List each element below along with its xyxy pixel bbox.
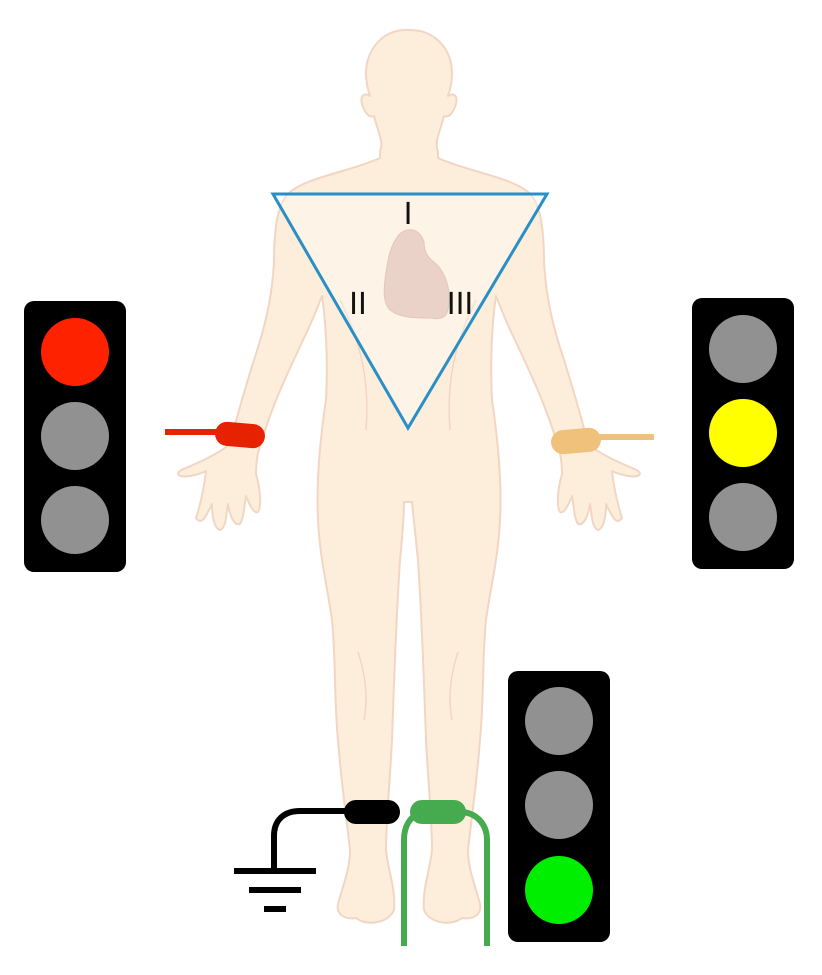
body-detail-lines bbox=[339, 299, 477, 721]
green-lamp bbox=[41, 486, 109, 554]
red-lamp bbox=[41, 318, 109, 386]
yellow-lamp bbox=[709, 399, 777, 467]
green-lamp bbox=[709, 483, 777, 551]
heart-icon bbox=[383, 229, 450, 320]
human-body bbox=[177, 29, 641, 924]
right-arm-electrode bbox=[165, 421, 265, 449]
red-lamp bbox=[525, 687, 593, 755]
traffic-light-left-arm bbox=[692, 298, 794, 569]
lead-3-label: III bbox=[447, 287, 474, 322]
left-arm-electrode bbox=[551, 427, 654, 455]
right-leg-ground-electrode bbox=[234, 800, 400, 912]
left-leg-clip bbox=[410, 800, 466, 824]
left-arm-clip bbox=[551, 427, 601, 455]
lead-1-label: I bbox=[404, 197, 413, 232]
left-leg-cable-left bbox=[401, 809, 424, 946]
einthoven-triangle: I II III bbox=[270, 192, 550, 431]
red-lamp bbox=[709, 315, 777, 383]
traffic-light-left-leg bbox=[508, 671, 610, 942]
yellow-lamp bbox=[525, 771, 593, 839]
left-leg-electrode bbox=[401, 800, 490, 946]
ground-symbol-icon bbox=[234, 868, 316, 912]
green-lamp bbox=[525, 856, 593, 924]
ground-clip bbox=[344, 800, 400, 824]
yellow-lamp bbox=[41, 402, 109, 470]
body-silhouette bbox=[177, 29, 641, 924]
right-arm-clip bbox=[215, 421, 265, 449]
ground-cable bbox=[271, 808, 350, 871]
lead-2-label: II bbox=[349, 287, 367, 322]
traffic-light-right-arm bbox=[24, 301, 126, 572]
